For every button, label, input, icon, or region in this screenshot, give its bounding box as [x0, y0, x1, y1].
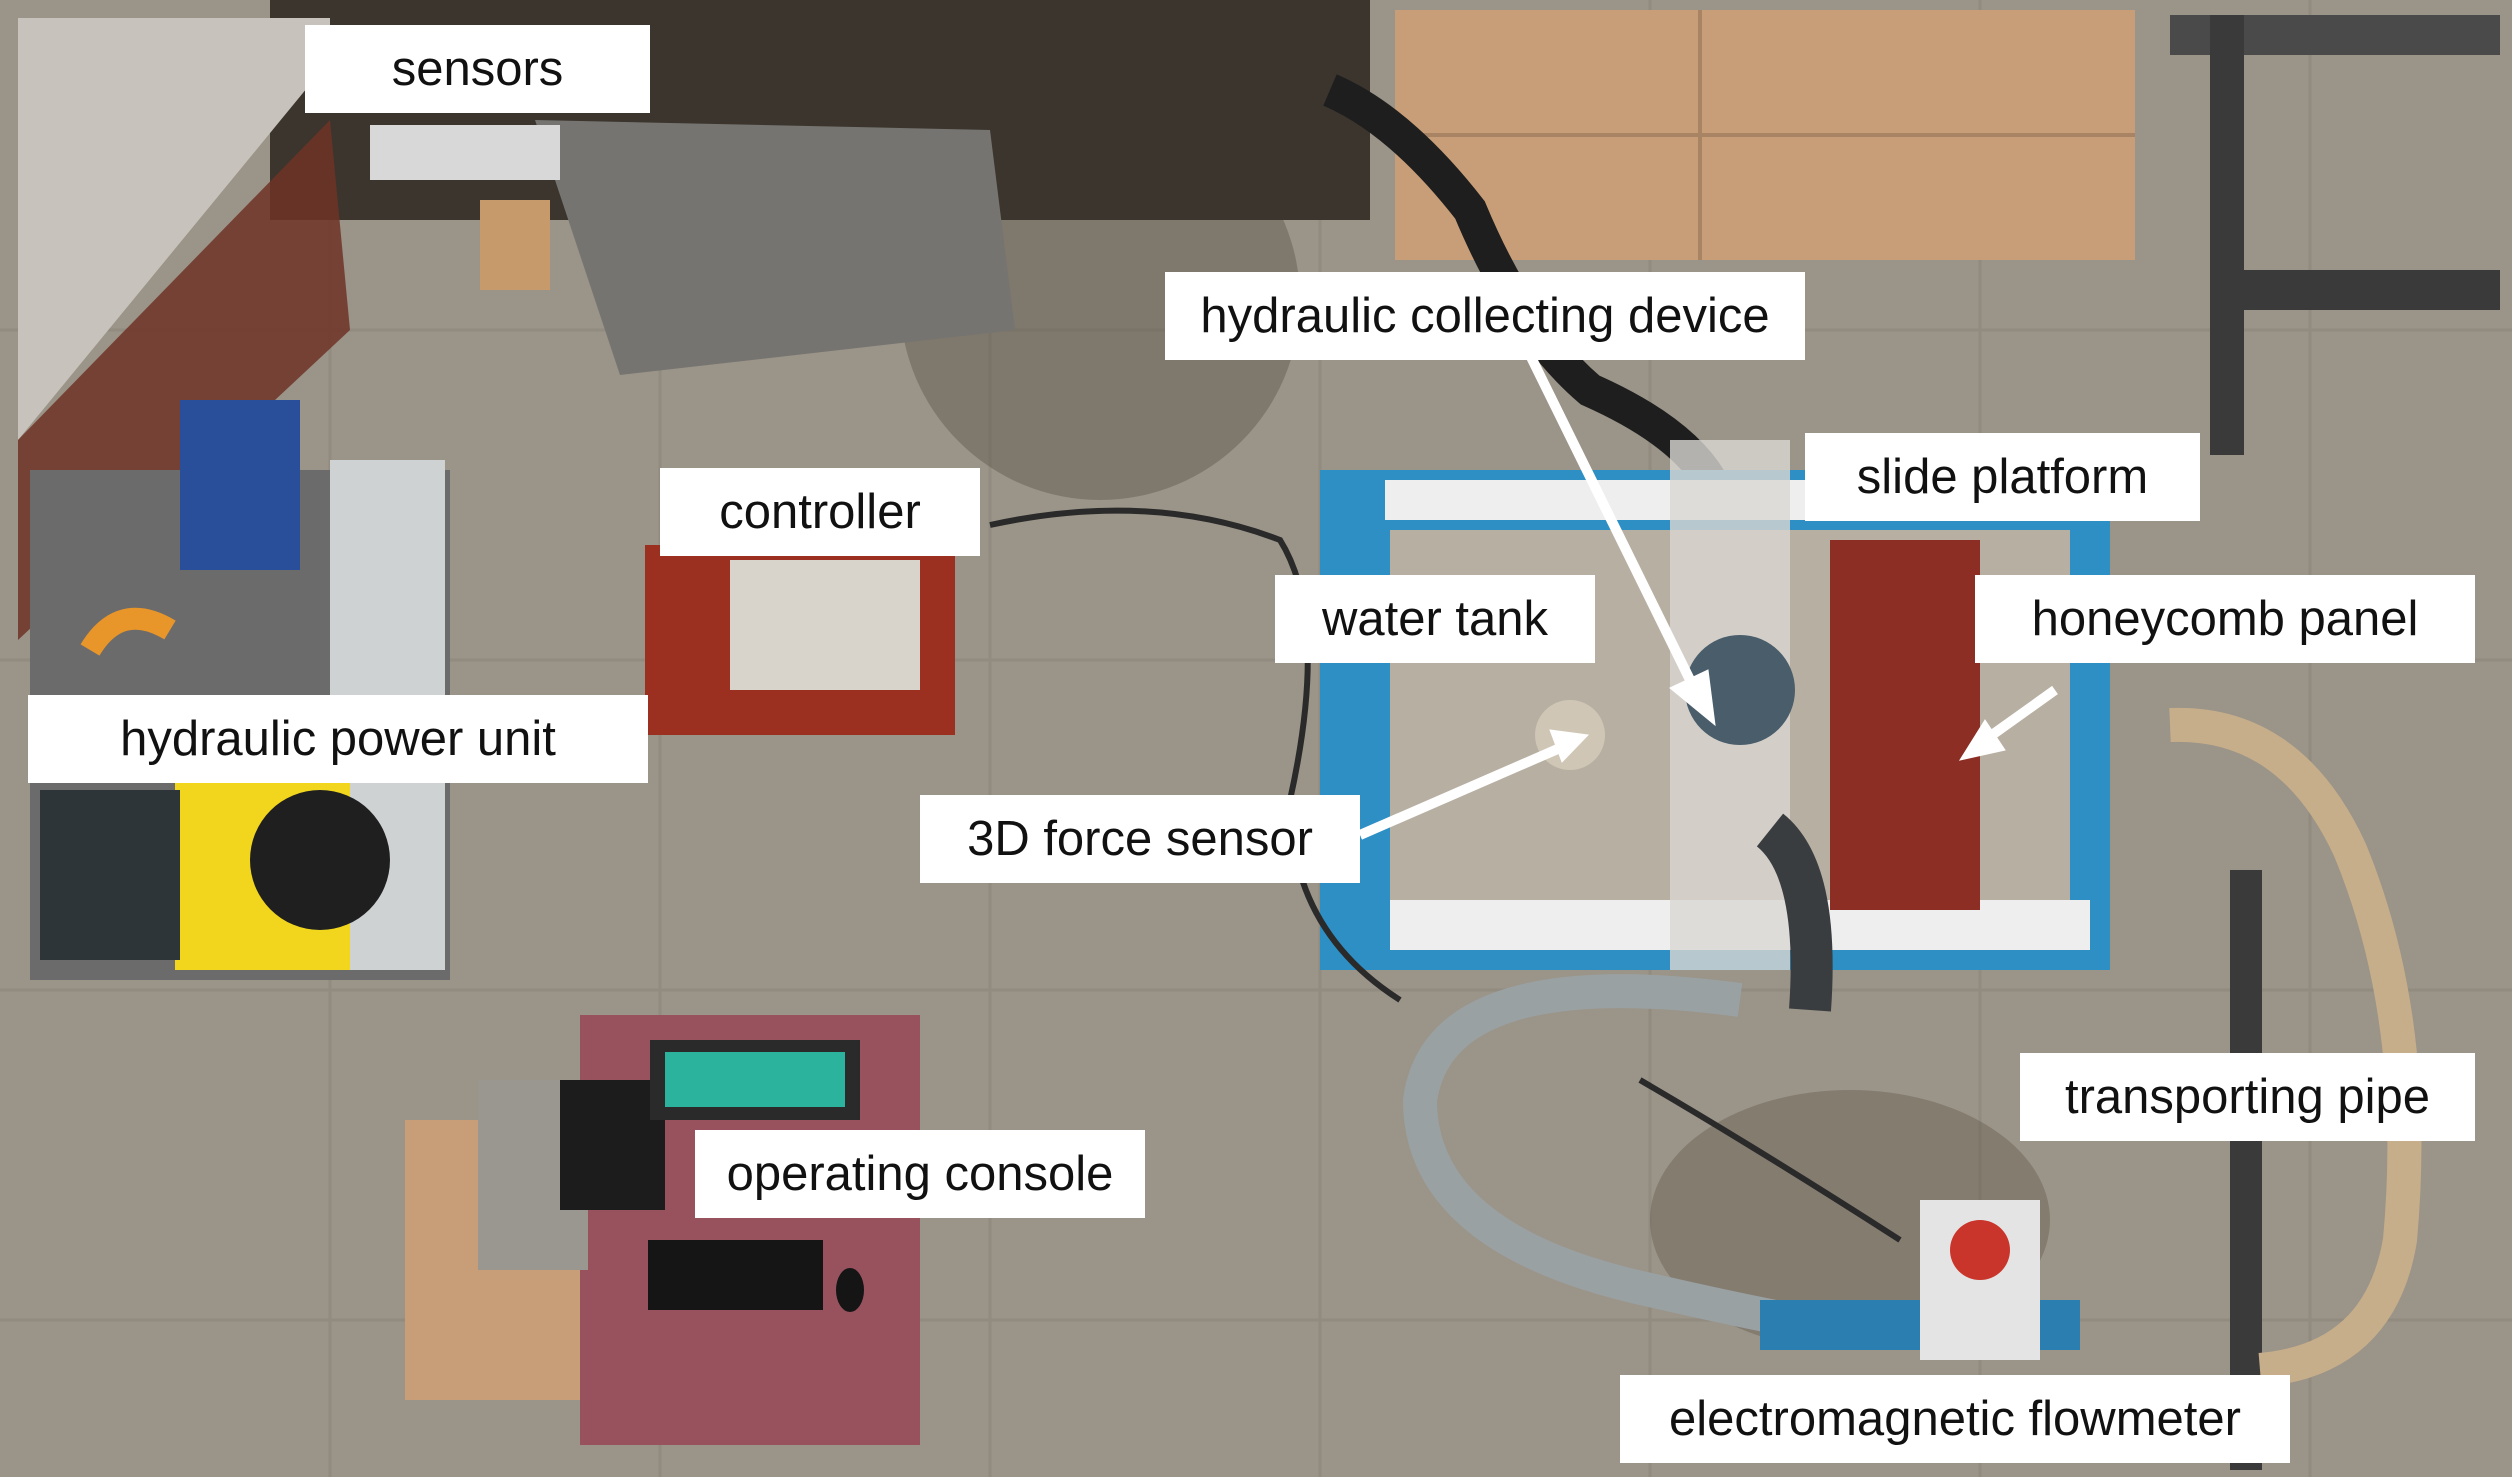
label-slide-platform: slide platform: [1805, 433, 2200, 521]
arrow-collecting-device-head: [1669, 669, 1716, 727]
floor-cable: [1638, 1077, 1902, 1243]
transport-pipe-flexible: [2169, 707, 2422, 1387]
label-electromagnetic-flowmeter: electromagnetic flowmeter: [1620, 1375, 2290, 1463]
arrow-honeycomb-panel: [1982, 685, 2058, 745]
label-operating-console: operating console: [695, 1130, 1145, 1218]
label-honeycomb-panel: honeycomb panel: [1975, 575, 2475, 663]
honeycomb-panel-shape: [1830, 540, 1980, 910]
keyboard: [648, 1240, 823, 1310]
arrow-force-sensor: [1358, 743, 1562, 840]
monitor-screen: [665, 1052, 845, 1107]
arrows: [1358, 352, 2058, 840]
mouse: [836, 1268, 864, 1312]
orange-pipe: [80, 607, 176, 657]
label-hydraulic-collecting-device: hydraulic collecting device: [1165, 272, 1805, 360]
grey-pipe: [1756, 813, 1833, 1012]
steel-frame: [2210, 270, 2500, 310]
transport-pipe-grey: [1402, 974, 1853, 1347]
metal-sheet: [535, 120, 1015, 375]
label-3d-force-sensor: 3D force sensor: [920, 795, 1360, 883]
power-unit-motor: [40, 790, 180, 960]
label-transporting-pipe: transporting pipe: [2020, 1053, 2475, 1141]
label-sensors: sensors: [305, 25, 650, 113]
wall-panel: [18, 18, 330, 440]
steel-frame: [2230, 870, 2262, 1470]
arrow-honeycomb-panel-head: [1958, 719, 2006, 761]
valve-block: [180, 400, 300, 570]
sensor-box: [480, 200, 550, 290]
sensor-rack: [370, 125, 560, 180]
arrow-force-sensor-head: [1549, 729, 1590, 763]
pc-box: [560, 1080, 665, 1210]
power-unit-fan: [250, 790, 390, 930]
arrow-collecting-device: [1525, 352, 1700, 693]
controller-board: [730, 560, 920, 690]
steel-frame: [2210, 15, 2244, 455]
label-hydraulic-power-unit: hydraulic power unit: [28, 695, 648, 783]
flowmeter-display: [1950, 1220, 2010, 1280]
label-controller: controller: [660, 468, 980, 556]
label-water-tank: water tank: [1275, 575, 1595, 663]
